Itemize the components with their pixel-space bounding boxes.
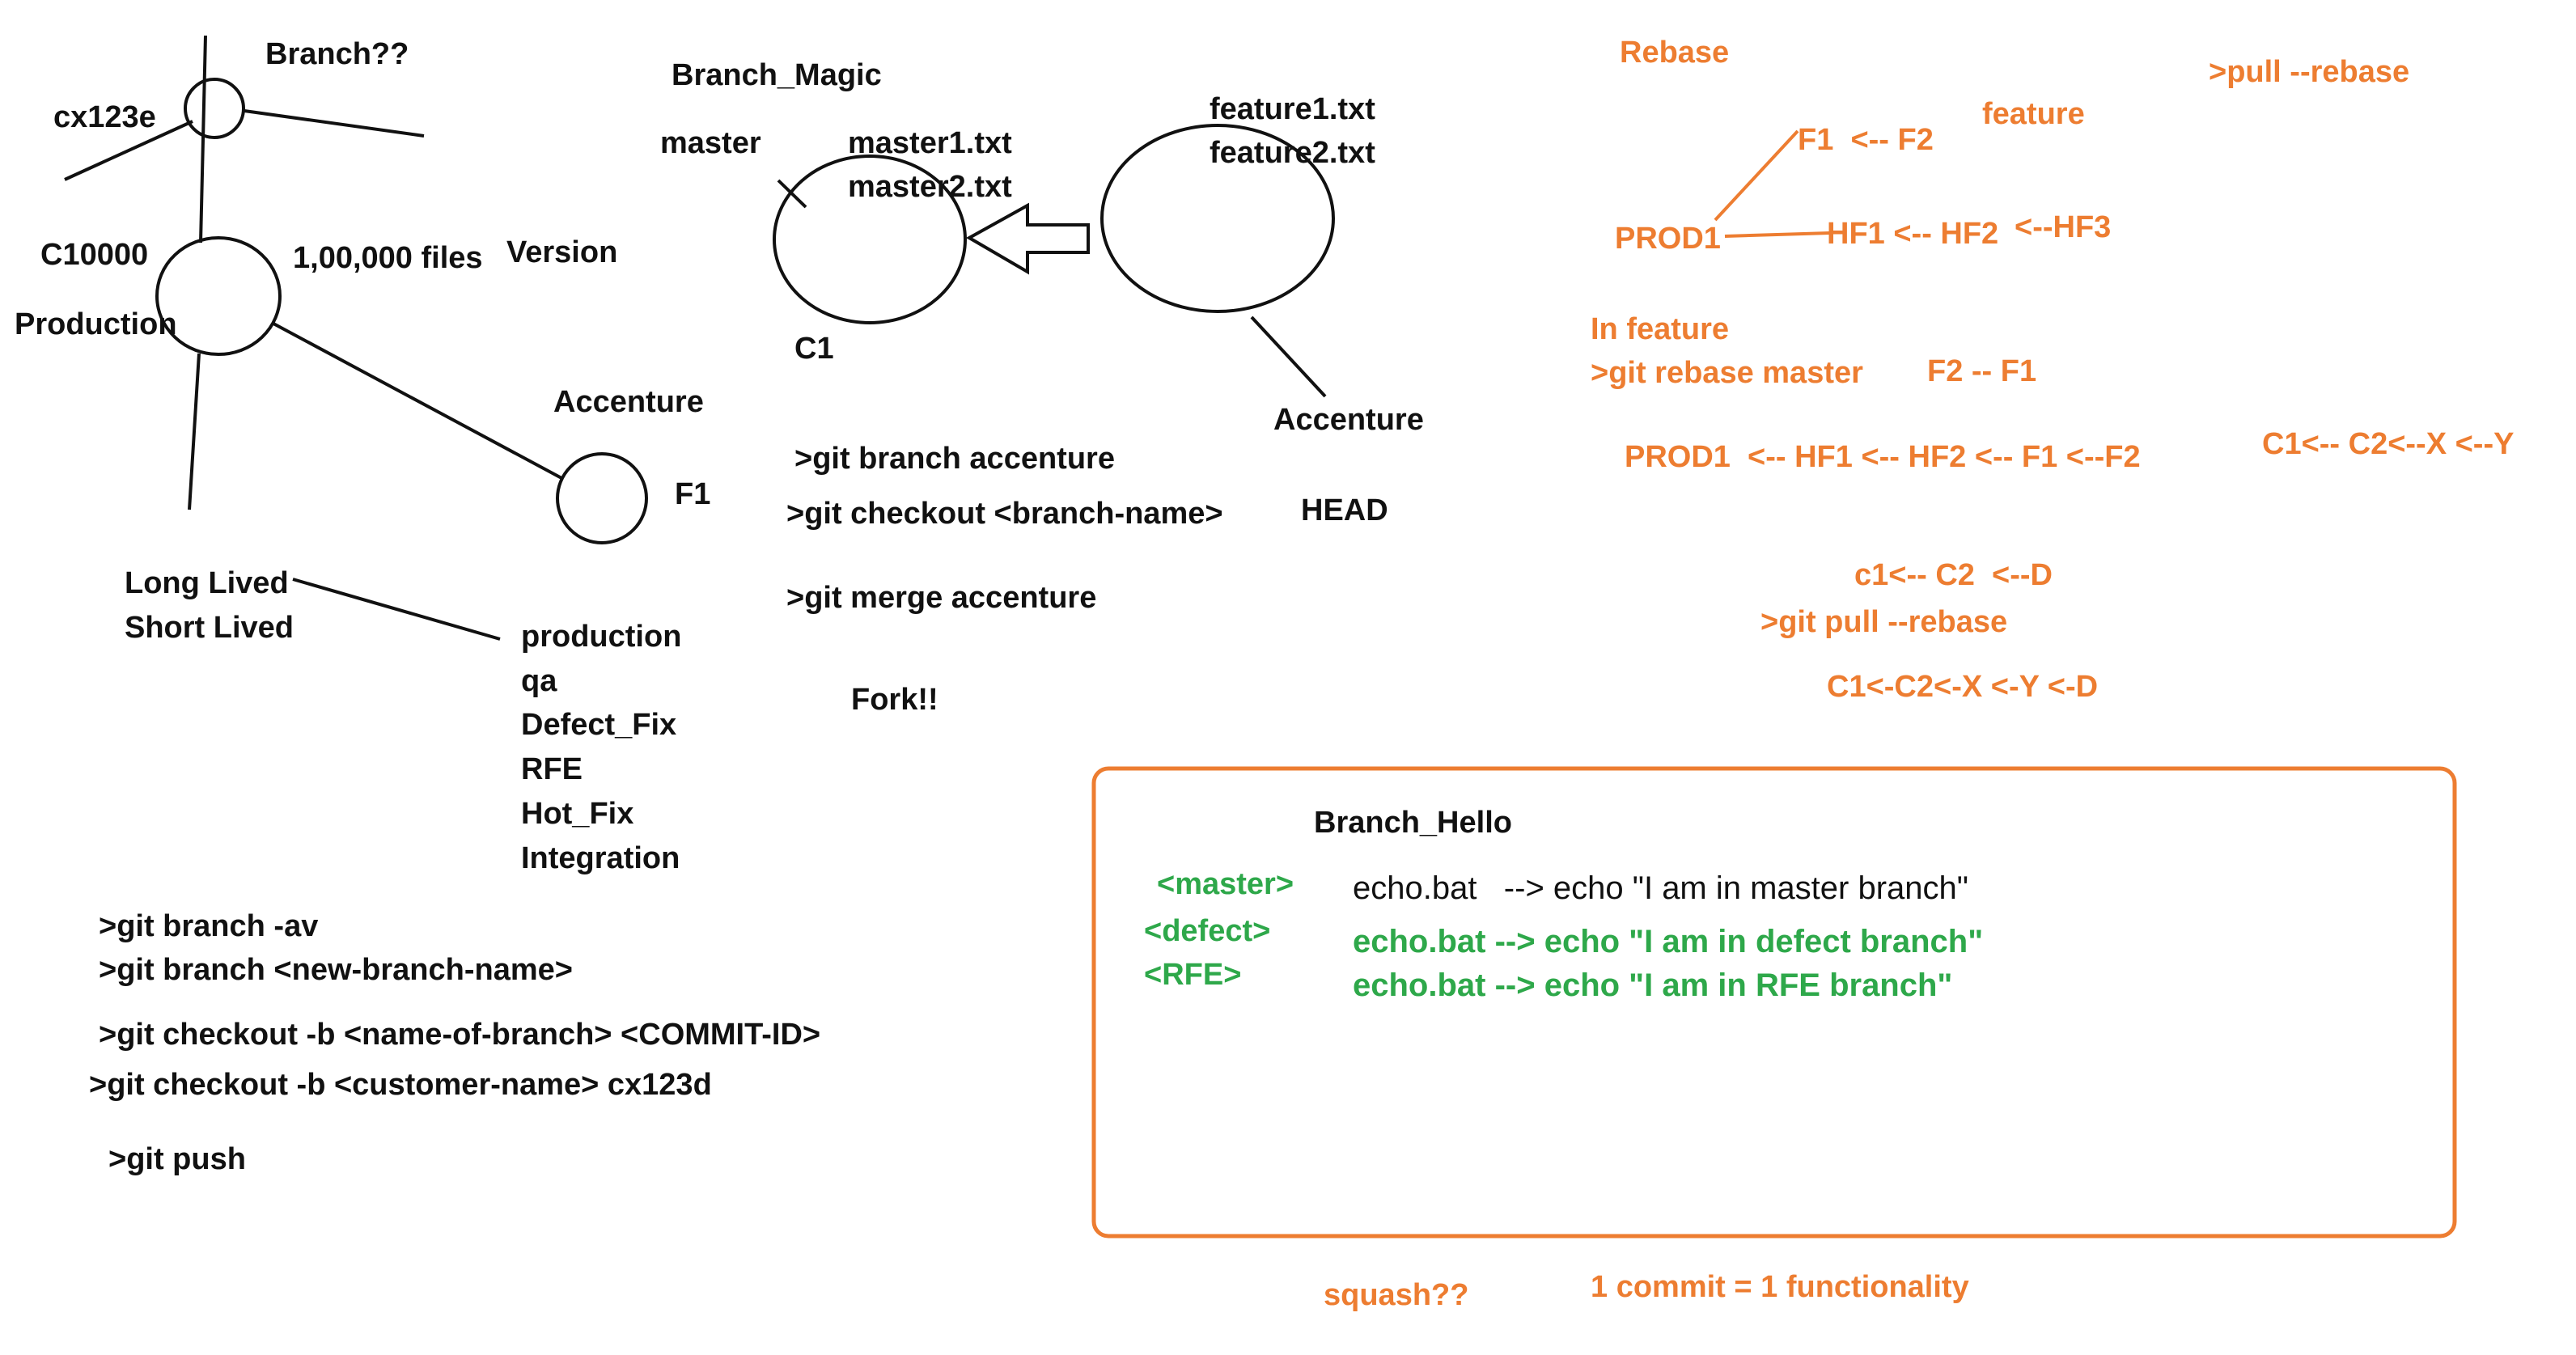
rfe-echo-line: echo.bat --> echo "I am in RFE branch" <box>1353 968 1953 1003</box>
branch-type-item: Hot_Fix <box>521 797 634 831</box>
prod1-to-hf1-line <box>1724 231 1831 238</box>
hf3-label: <--HF3 <box>2015 210 2112 244</box>
in-feature-label: In feature <box>1591 312 1730 346</box>
accenture-left-label: Accenture <box>553 385 704 419</box>
master-label: master <box>660 126 761 160</box>
command-line: >git branch <new-branch-name> <box>99 953 573 987</box>
c10000-label: C10000 <box>40 238 149 272</box>
branch-hello-box <box>1091 766 2457 1239</box>
prod-full-chain: PROD1 <-- HF1 <-- HF2 <-- F1 <--F2 <box>1625 440 2141 474</box>
c-chain-label: C1<-- C2<--X <--Y <box>2262 427 2515 461</box>
branch-type-item: production <box>521 620 682 654</box>
fork-label: Fork!! <box>851 683 938 717</box>
prod1-to-f1-line <box>1714 129 1799 222</box>
prod1-label: PROD1 <box>1615 222 1721 256</box>
final-chain-label: C1<-C2<-X <-Y <-D <box>1827 670 2099 704</box>
command-line: >git checkout -b <customer-name> cx123d <box>89 1068 712 1102</box>
branch-line-right <box>244 109 425 138</box>
pull-rebase-label: >pull --rebase <box>2209 55 2410 89</box>
commit-id-label: cx123e <box>53 100 156 134</box>
master2-file-label: master2.txt <box>848 170 1012 204</box>
master-tag: <master> <box>1157 867 1294 901</box>
rfe-tag: <RFE> <box>1144 958 1242 992</box>
f2-f1-label: F2 -- F1 <box>1927 354 2037 388</box>
master-pointer-line <box>777 179 807 209</box>
f1-node-circle <box>556 452 648 544</box>
git-checkout-command: >git checkout <branch-name> <box>786 497 1223 531</box>
master-node-circle <box>773 155 967 324</box>
branch-node-circle <box>184 78 245 139</box>
branch-type-item: RFE <box>521 752 583 786</box>
git-merge-command: >git merge accenture <box>786 581 1097 615</box>
accenture-middle-label: Accenture <box>1273 403 1424 437</box>
version-label: Version <box>506 235 618 269</box>
trunk-bottom-line <box>188 353 201 510</box>
long-lived-label: Long Lived <box>125 566 289 600</box>
feature-label: feature <box>1982 97 2085 131</box>
branch-magic-title: Branch_Magic <box>672 58 882 92</box>
defect-tag: <defect> <box>1144 914 1271 948</box>
merge-arrow-icon <box>965 202 1090 275</box>
branch-question-label: Branch?? <box>265 37 409 71</box>
c1-c2-d-chain: c1<-- C2 <--D <box>1854 558 2053 592</box>
branch-hello-title: Branch_Hello <box>1314 806 1512 840</box>
f1-label: F1 <box>675 477 711 511</box>
git-pull-rebase-command: >git pull --rebase <box>1760 605 2008 639</box>
master-echo-line: echo.bat --> echo "I am in master branch… <box>1353 870 1968 906</box>
rebase-title: Rebase <box>1620 36 1730 70</box>
commit-functionality-label: 1 commit = 1 functionality <box>1591 1270 1969 1304</box>
accenture-branch-line <box>273 322 564 481</box>
branch-line-left <box>64 120 193 181</box>
production-node-circle <box>155 236 282 356</box>
command-line: >git checkout -b <name-of-branch> <COMMI… <box>99 1018 821 1052</box>
command-line: >git branch -av <box>99 909 319 943</box>
branch-type-item: qa <box>521 664 557 698</box>
trunk-top-line <box>199 35 207 243</box>
branch-type-item: Integration <box>521 841 680 875</box>
command-line: >git push <box>108 1142 246 1176</box>
production-label: Production <box>15 307 177 341</box>
short-lived-label: Short Lived <box>125 611 294 645</box>
head-label: HEAD <box>1301 493 1388 527</box>
defect-echo-line: echo.bat --> echo "I am in defect branch… <box>1353 924 1984 959</box>
squash-label: squash?? <box>1324 1278 1469 1312</box>
lived-connector-line <box>292 578 501 641</box>
feature2-file-label: feature2.txt <box>1210 136 1375 170</box>
branch-type-item: Defect_Fix <box>521 708 677 742</box>
git-rebase-command: >git rebase master <box>1591 356 1863 390</box>
f1-f2-chain: F1 <-- F2 <box>1798 123 1934 157</box>
feature-node-circle <box>1100 124 1335 313</box>
accenture-pointer-line <box>1250 315 1327 398</box>
feature1-file-label: feature1.txt <box>1210 92 1375 126</box>
master1-file-label: master1.txt <box>848 126 1012 160</box>
git-branch-command: >git branch accenture <box>794 442 1115 476</box>
c1-label: C1 <box>794 332 834 366</box>
hf-chain: HF1 <-- HF2 <box>1827 217 1999 251</box>
files-count-label: 1,00,000 files <box>293 241 483 275</box>
